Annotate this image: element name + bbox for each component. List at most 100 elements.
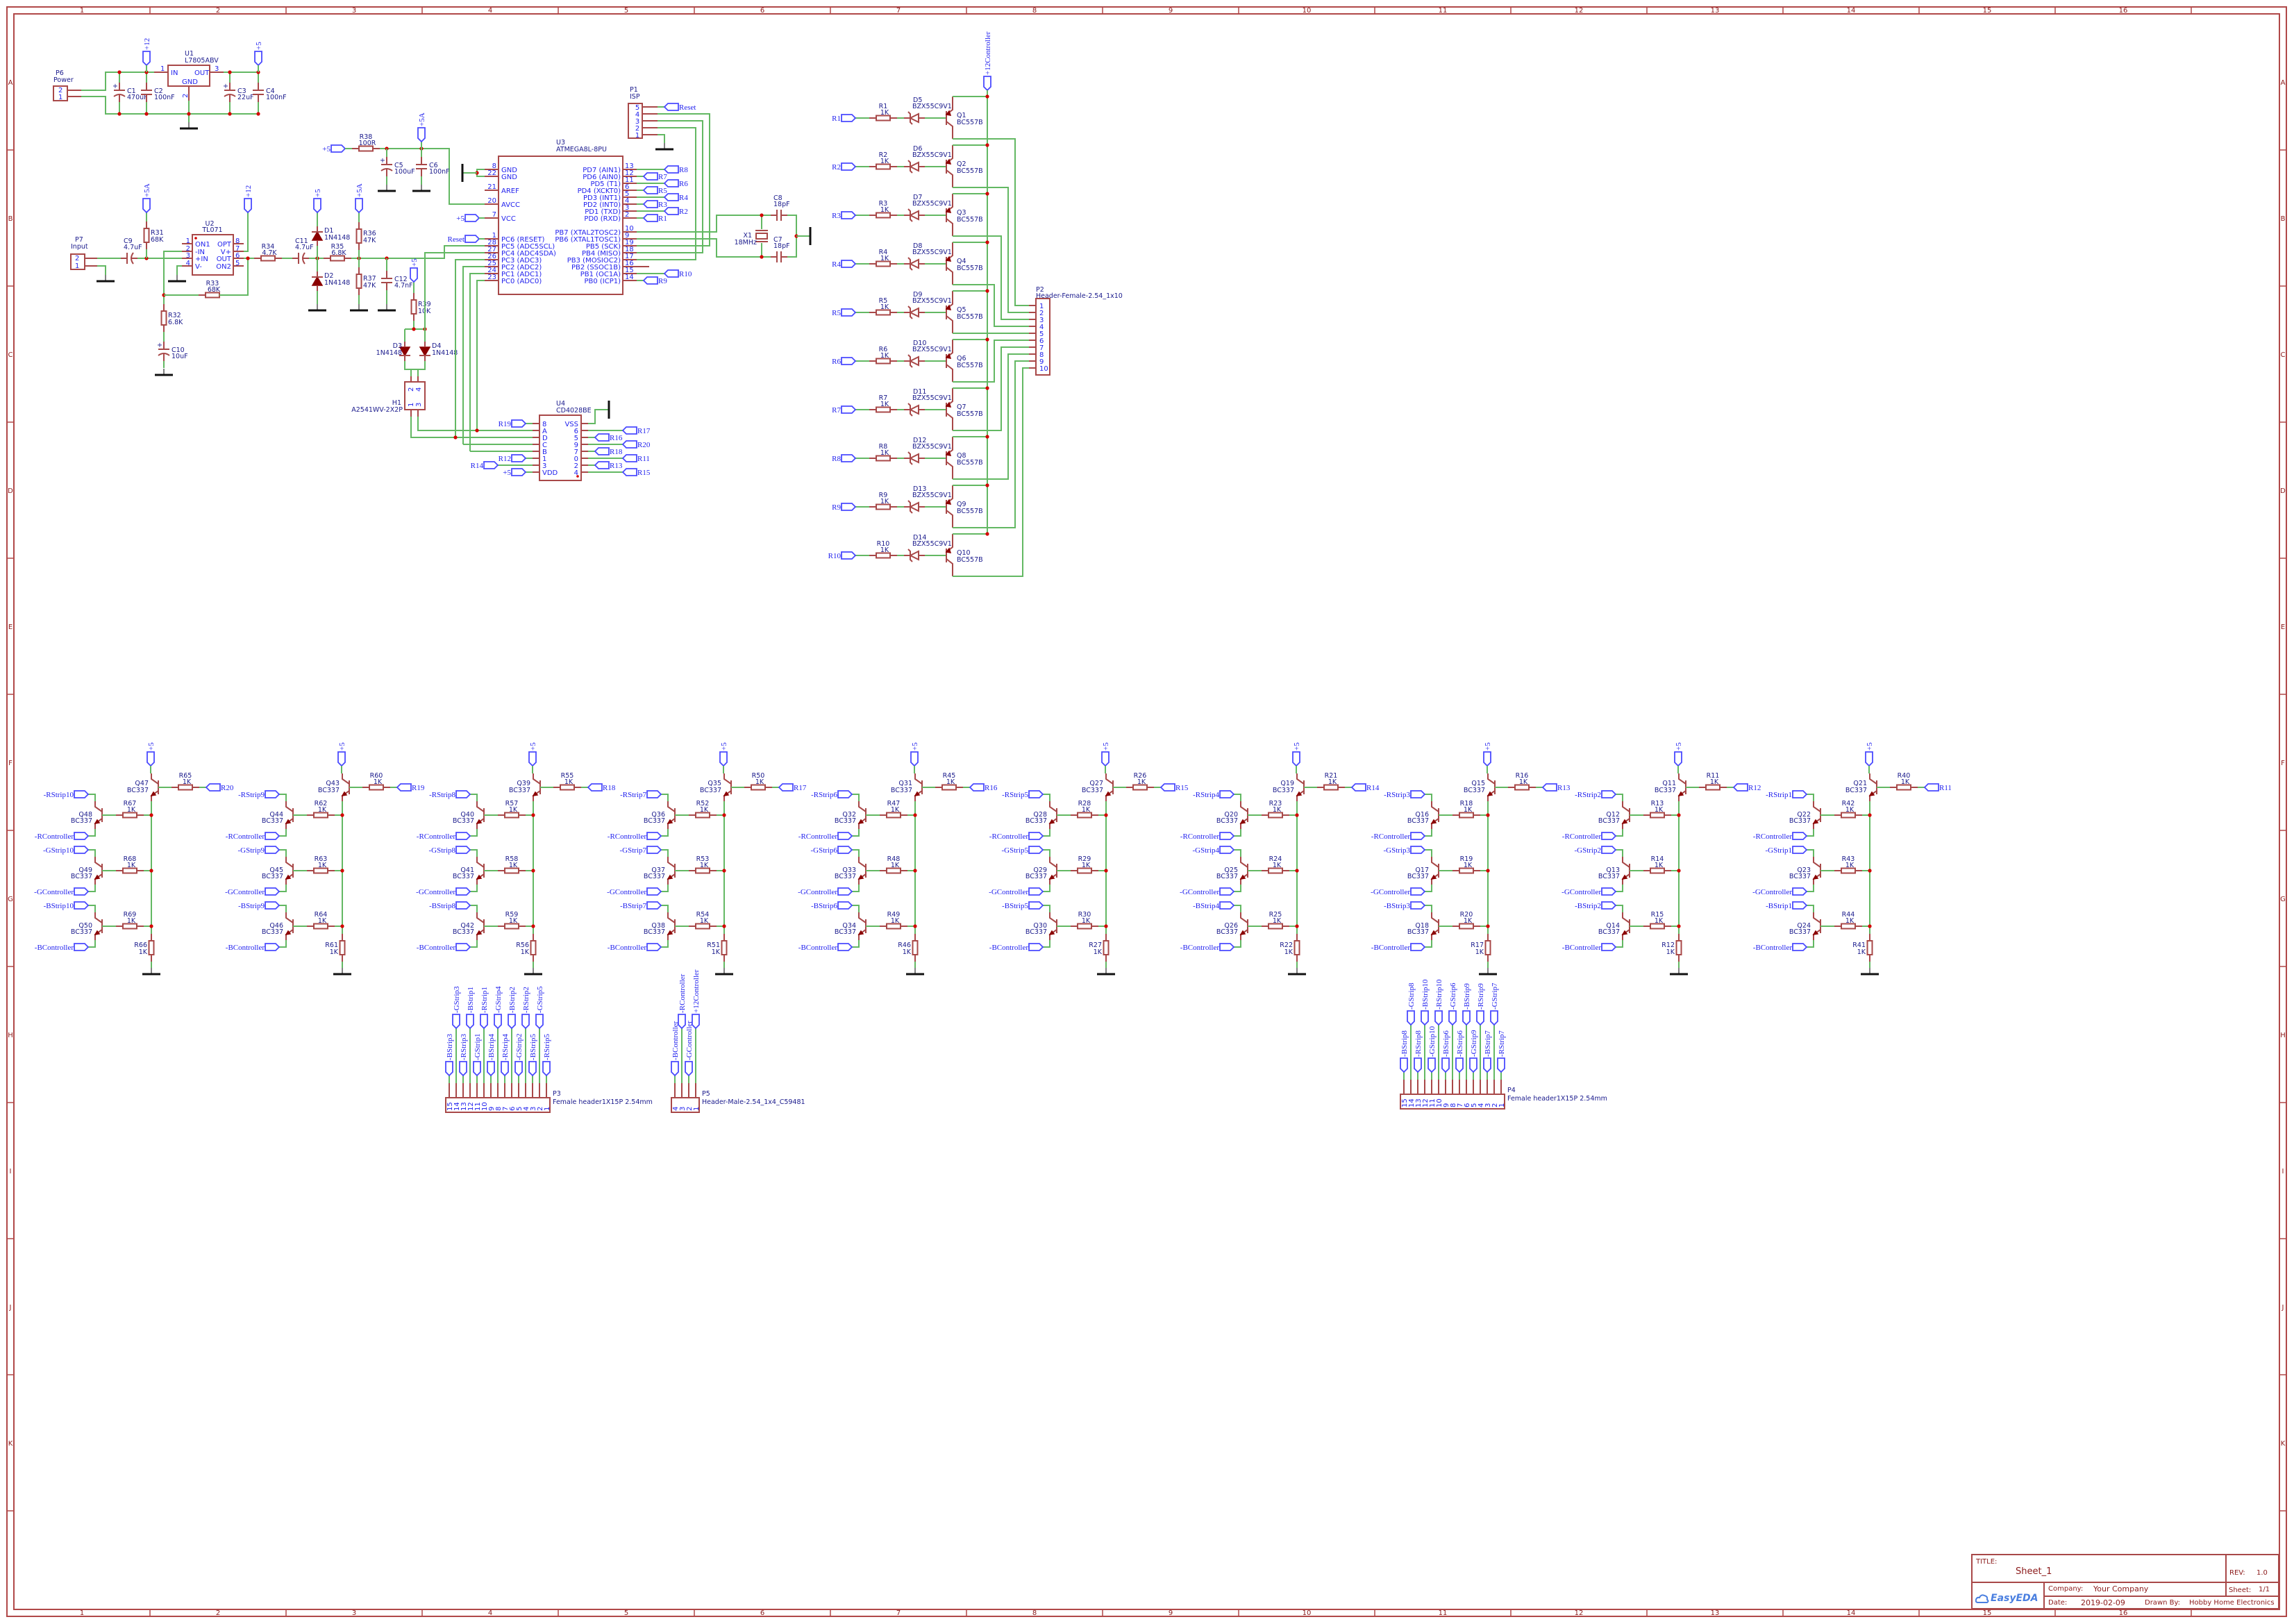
pin-name: V+ — [221, 249, 231, 256]
pin-number: 5 — [1471, 1103, 1478, 1107]
pin-number: 1 — [1498, 1103, 1506, 1107]
pin-name: GND — [501, 167, 517, 174]
column-label: 3 — [352, 7, 356, 15]
net-label: -RStrip3 — [1384, 791, 1410, 799]
net-port: -RController — [678, 973, 687, 1030]
pin-name: VCC — [501, 215, 516, 223]
net-port: -GStrip1 — [1766, 846, 1808, 855]
net-label: -BStrip4 — [487, 1034, 496, 1060]
component-value: 1K — [509, 862, 518, 869]
column-label: 16 — [2119, 7, 2128, 15]
ground-symbol — [378, 185, 396, 192]
net-label: +5 — [1293, 742, 1301, 751]
pin-number: 12 — [467, 1102, 475, 1111]
net-port-icon — [528, 751, 537, 767]
net-label: R5 — [832, 309, 841, 317]
component-value: 1K — [318, 806, 327, 814]
emitter-arrow — [1430, 874, 1437, 880]
date-value: 2019-02-09 — [2081, 1598, 2125, 1607]
pin-number: 2 — [686, 1107, 694, 1111]
npn-transistor-icon — [1239, 857, 1248, 885]
component-value: 1K — [1857, 948, 1866, 956]
net-port-icon — [1219, 901, 1235, 910]
net-port-icon — [837, 943, 853, 951]
wire — [953, 284, 1029, 327]
ref-designator: C6 — [429, 162, 438, 169]
zener-diode-icon — [908, 258, 919, 269]
pin-number: 5 — [235, 260, 240, 267]
component-value: 1K — [880, 303, 889, 311]
pin-number: 2 — [1491, 1103, 1499, 1107]
wire — [953, 187, 1029, 313]
resistor-icon — [530, 940, 537, 955]
wire — [953, 367, 1029, 577]
junction-dot — [1104, 813, 1108, 817]
pin-name: 0 — [574, 455, 578, 463]
ref-designator: Q5 — [957, 306, 966, 314]
component-value: 1K — [564, 778, 574, 786]
net-label: -GController — [225, 888, 265, 896]
zener-diode — [904, 354, 925, 368]
connector-body — [404, 381, 426, 410]
net-port-icon — [1410, 887, 1426, 896]
ref-designator: Q8 — [957, 452, 966, 460]
pin-number: 4 — [415, 387, 423, 392]
emitter-arrow — [285, 930, 292, 936]
ref-designator: Q35 — [708, 780, 721, 787]
npn-transistor-icon — [1048, 912, 1057, 940]
pin-number: 11 — [625, 176, 634, 184]
component-value: BC337 — [1598, 817, 1620, 825]
component-value: BC337 — [835, 928, 856, 936]
ref-designator: Q6 — [957, 355, 966, 362]
pin-name: PB0 (ICP1) — [584, 278, 621, 285]
pin-number: 2 — [408, 387, 415, 392]
net-label: -RStrip6 — [811, 791, 837, 799]
component-value: 1K — [891, 917, 900, 925]
pin-number: 1 — [492, 232, 496, 240]
ref-designator: R56 — [516, 941, 529, 949]
net-port-icon — [1448, 1010, 1457, 1026]
net-port-icon — [1541, 783, 1557, 792]
ref-designator: U4 — [556, 400, 565, 408]
ref-designator: Q4 — [957, 258, 966, 265]
emitter-arrow — [857, 930, 864, 936]
ref-designator: C11 — [295, 237, 308, 245]
ref-designator: R54 — [696, 911, 710, 919]
ground-symbol — [97, 275, 115, 283]
net-label: -BStrip10 — [44, 902, 74, 910]
wire — [380, 148, 485, 205]
resistor-icon — [1841, 867, 1856, 874]
component-value: BC337 — [453, 928, 474, 936]
net-port-icon — [1410, 943, 1426, 951]
component-value: BZX55C9V1 — [912, 103, 952, 110]
zener-diode — [904, 500, 925, 514]
net-port: -RStrip6 — [811, 790, 853, 799]
pin-number: 15 — [1401, 1098, 1409, 1107]
net-label: -GStrip9 — [238, 846, 265, 855]
ref-designator: P6 — [56, 69, 64, 77]
net-port-icon — [1476, 1010, 1484, 1026]
pin-number: 4 — [186, 260, 190, 267]
component-value: BC337 — [1598, 928, 1620, 936]
capacitor-plate — [302, 252, 305, 265]
wire — [1043, 829, 1050, 837]
net-port: -BStrip5 — [528, 1034, 537, 1077]
column-label: 8 — [1032, 1609, 1037, 1617]
column-label: 1 — [80, 7, 84, 15]
net-port-icon — [837, 901, 853, 910]
ref-designator: R44 — [1842, 911, 1855, 919]
net-port-icon — [74, 901, 90, 910]
net-port-icon — [313, 198, 321, 214]
row-label: H — [8, 1032, 13, 1039]
ref-designator: U1 — [185, 50, 194, 58]
npn-transistor-icon — [532, 773, 541, 801]
ref-designator: R16 — [1516, 772, 1529, 780]
net-port-icon — [1490, 1010, 1498, 1026]
